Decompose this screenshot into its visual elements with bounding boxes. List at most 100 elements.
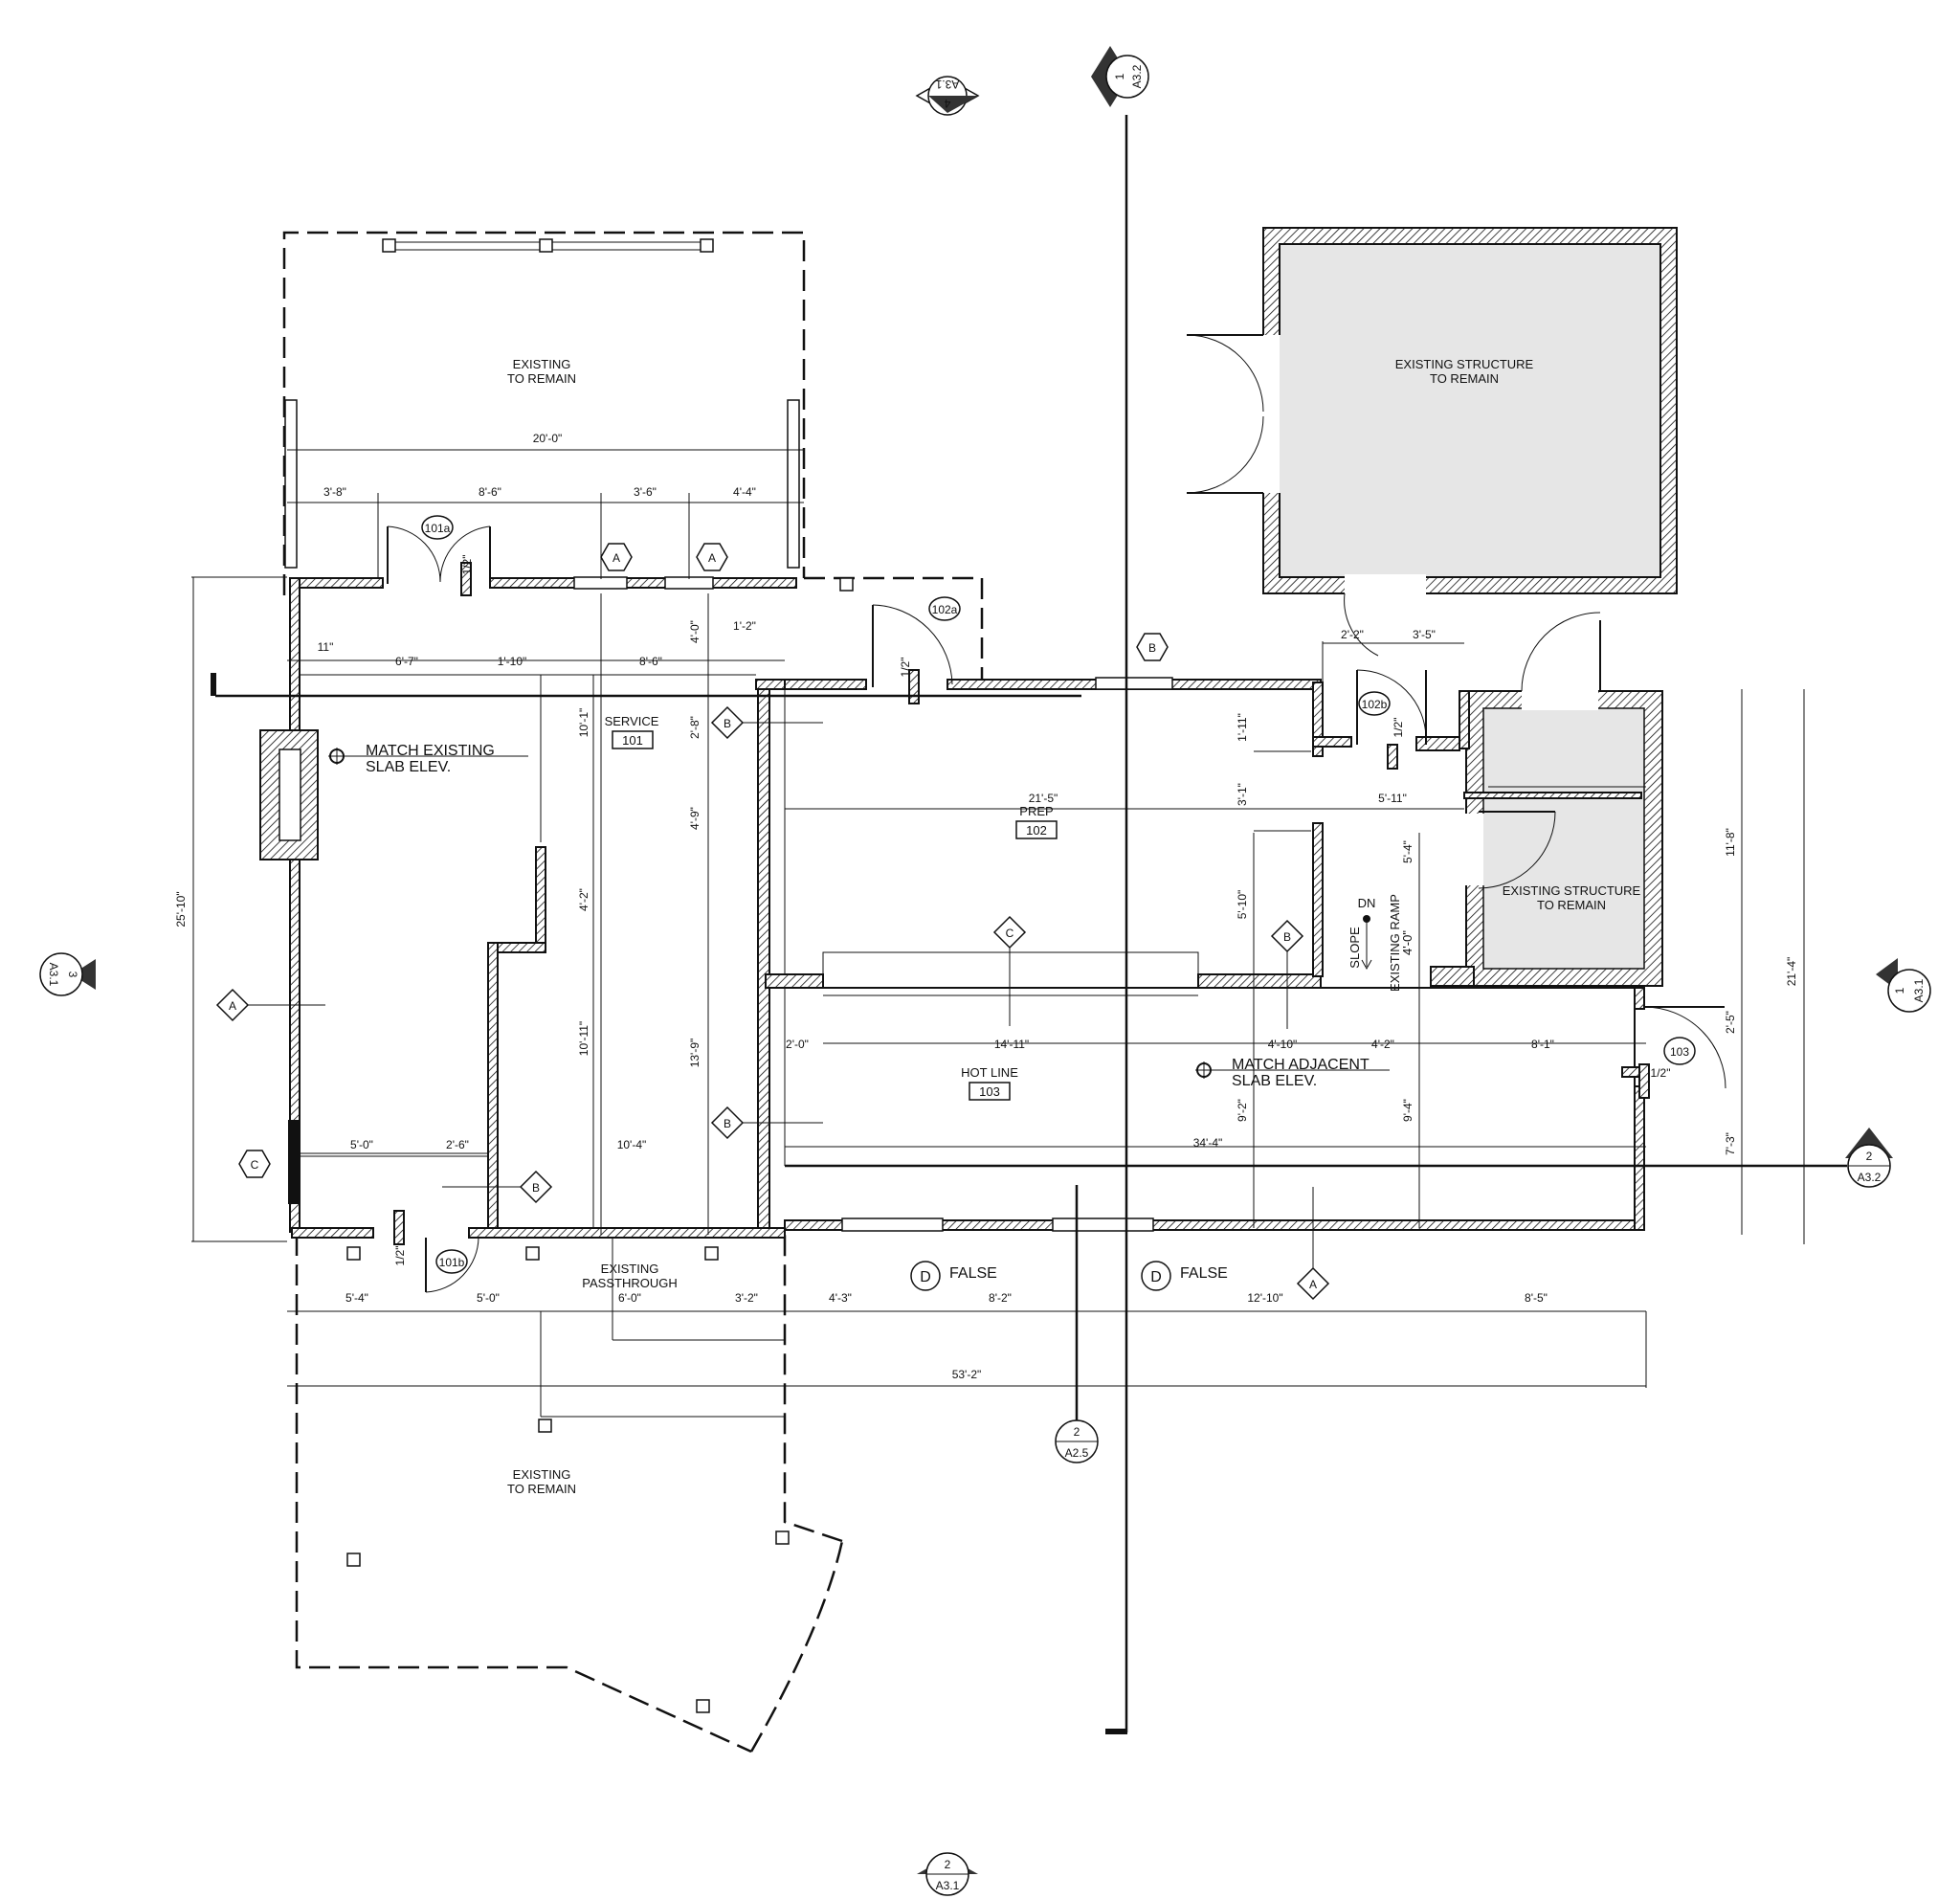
tag-b-diamond-3: B (442, 1170, 553, 1204)
type-tags: A A A B B B B C A B C D D (215, 543, 1330, 1301)
note-existing-structure-b1: EXISTING STRUCTURE (1503, 883, 1641, 898)
dim-f1210: 12'-10" (1247, 1291, 1282, 1305)
section-marker-top-a32: 1 A3.2 (1091, 46, 1149, 107)
existing-bottom-area (295, 1235, 844, 1754)
dim-v1011: 10'-11" (577, 1021, 590, 1056)
existing-structure-top (1186, 227, 1678, 657)
dim-v42: 4'-2" (577, 888, 590, 911)
dim-v28: 2'-8" (688, 716, 702, 739)
dim-h20: 2'-0" (786, 1038, 809, 1051)
dim-s67: 6'-7" (395, 655, 418, 668)
existing-top-area (282, 231, 984, 684)
dim-top-total: 20'-0" (533, 432, 563, 445)
dim-s12: 1'-2" (733, 619, 756, 633)
svg-text:D: D (920, 1269, 931, 1285)
svg-text:A3.1: A3.1 (936, 1879, 960, 1892)
note-match-adjacent-2: SLAB ELEV. (1232, 1073, 1317, 1089)
svg-text:B: B (532, 1181, 540, 1195)
door-size-101b: 1/2" (393, 1246, 407, 1266)
note-existing-bottom-1: EXISTING (513, 1467, 571, 1482)
svg-text:A: A (1309, 1278, 1317, 1291)
dim-s86: 8'-6" (639, 655, 662, 668)
dim-t3: 3'-6" (634, 485, 657, 499)
main-building-walls (259, 576, 1645, 1239)
dim-v92: 9'-2" (1236, 1099, 1249, 1122)
svg-text:2: 2 (1866, 1150, 1873, 1163)
door-size-102a: 1/2" (899, 658, 912, 678)
room-prep-name: PREP (1019, 804, 1053, 818)
dim-r215: 21'-5" (1029, 792, 1058, 805)
tag-b-hex-1: B (1136, 633, 1169, 661)
svg-text:A: A (708, 551, 716, 565)
note-existing-bottom-2: TO REMAIN (507, 1482, 576, 1496)
dim-r22: 2'-2" (1341, 628, 1364, 641)
dim-h42: 4'-2" (1371, 1038, 1394, 1051)
tag-c-hex-1: C (238, 1150, 271, 1178)
door-tag-101a: 101a (421, 515, 454, 540)
tag-a-diamond-1: A (215, 988, 325, 1022)
svg-text:101b: 101b (439, 1256, 465, 1269)
existing-structure-right (1415, 612, 1663, 987)
svg-text:A3.1: A3.1 (47, 963, 60, 987)
dim-f50: 5'-0" (477, 1291, 500, 1305)
dim-f32: 3'-2" (735, 1291, 758, 1305)
note-match-adjacent-1: MATCH ADJACENT (1232, 1057, 1370, 1073)
door-102b-area (1312, 669, 1427, 770)
room-hot-line-number: 103 (979, 1084, 1000, 1099)
door-tag-102a: 102a (928, 596, 961, 621)
dim-f85: 8'-5" (1525, 1291, 1548, 1305)
svg-text:B: B (1148, 641, 1156, 655)
note-existing-top-1: EXISTING (513, 357, 571, 371)
room-service-number: 101 (622, 733, 643, 748)
svg-text:C: C (251, 1158, 259, 1172)
dim-h410: 4'-10" (1268, 1038, 1298, 1051)
svg-text:A: A (229, 999, 236, 1013)
note-existing-structure-b2: TO REMAIN (1537, 898, 1606, 912)
note-match-existing-1: MATCH EXISTING (366, 743, 495, 759)
svg-text:C: C (1006, 927, 1014, 940)
door-size-102b: 1/2" (1392, 718, 1405, 738)
note-existing-structure-2: TO REMAIN (1430, 371, 1499, 386)
door-size-101a: 1/2" (460, 555, 474, 575)
svg-text:1: 1 (1893, 987, 1906, 994)
tag-c-diamond-1: C (992, 915, 1027, 1026)
dim-f54: 5'-4" (345, 1291, 368, 1305)
svg-text:B: B (1283, 930, 1291, 944)
dim-v139: 13'-9" (688, 1039, 702, 1068)
dim-r111: 1'-11" (1236, 713, 1249, 742)
dimension-lines (191, 449, 1805, 1418)
room-hot-line-name: HOT LINE (961, 1065, 1018, 1080)
dim-r118: 11'-8" (1724, 828, 1737, 857)
dim-t2: 8'-6" (479, 485, 501, 499)
door-tag-102b: 102b (1358, 691, 1391, 716)
tag-b-diamond-4: B (1270, 919, 1304, 1029)
dim-f43: 4'-3" (829, 1291, 852, 1305)
svg-text:102a: 102a (932, 603, 958, 616)
svg-text:103: 103 (1670, 1045, 1689, 1059)
note-false-2: FALSE (1180, 1265, 1228, 1282)
dim-r54: 5'-4" (1401, 840, 1414, 863)
dim-v40: 4'-0" (688, 620, 702, 643)
note-existing-top-2: TO REMAIN (507, 371, 576, 386)
note-passthrough-2: PASSTHROUGH (582, 1276, 677, 1290)
dim-r214: 21'-4" (1785, 957, 1798, 987)
svg-text:B: B (724, 1117, 731, 1130)
section-marker-bottom-a25: 2 A2.5 (1055, 1419, 1099, 1463)
svg-text:101a: 101a (425, 522, 451, 535)
dim-s11: 11" (318, 640, 334, 654)
dim-h1411: 14'-11" (994, 1038, 1029, 1051)
dim-r31: 3'-1" (1236, 783, 1249, 806)
door-tags: 101a 101b 102a 102b 103 1/2" 1/2" 1/2" 1… (393, 515, 1696, 1274)
svg-text:A3.2: A3.2 (1858, 1171, 1882, 1184)
svg-text:B: B (724, 717, 731, 730)
note-passthrough-1: EXISTING (601, 1262, 659, 1276)
section-marker-bottom-a31: 2 A3.1 (917, 1852, 978, 1896)
door-swings (387, 525, 1726, 1293)
tag-a-1: A (600, 543, 633, 571)
dim-left-total: 25'-10" (174, 891, 188, 927)
dim-v94: 9'-4" (1401, 1099, 1414, 1122)
svg-text:A2.5: A2.5 (1065, 1446, 1089, 1460)
dim-b50: 5'-0" (350, 1138, 373, 1151)
dim-r35: 3'-5" (1413, 628, 1436, 641)
